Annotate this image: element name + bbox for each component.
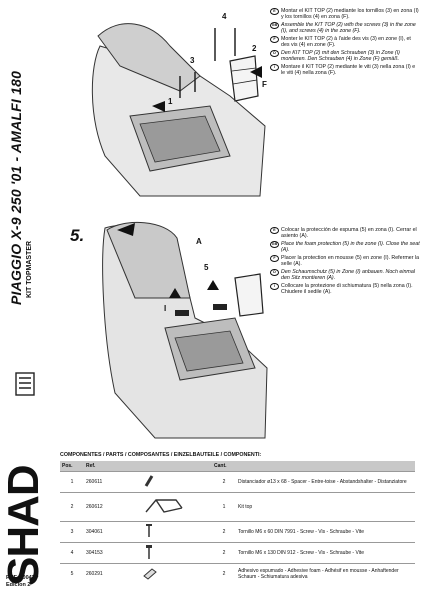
cell-pos: 3 bbox=[60, 521, 84, 543]
table-row: 5 260291 2 Adhesivo espumado - Adhesive … bbox=[60, 563, 415, 584]
instruction-text: Monter le KIT TOP (2) à l'aide des vis (… bbox=[281, 35, 411, 49]
kit-top-bracket-icon bbox=[145, 499, 183, 513]
instruction-text: Assemble the KIT TOP (2) with the screws… bbox=[281, 21, 416, 35]
lang-badge: E bbox=[270, 227, 279, 234]
model-title: PIAGGIO X-9 250 '01 - AMALFI 180 bbox=[8, 70, 24, 305]
table-row: 4 304153 2 Tornillo M6 x 130 DIN 912 - S… bbox=[60, 542, 415, 564]
cell-pos: 5 bbox=[60, 563, 84, 584]
header-ref: Ref. bbox=[84, 461, 140, 472]
cell-qty: 2 bbox=[212, 471, 236, 493]
cell-ref: 260611 bbox=[84, 471, 140, 493]
cell-image bbox=[140, 471, 212, 493]
cell-ref: 260612 bbox=[84, 492, 140, 522]
cell-image bbox=[140, 542, 212, 564]
cell-pos: 2 bbox=[60, 492, 84, 522]
instruction-text: Placer la protection en mousse (5) en zo… bbox=[281, 254, 420, 268]
lang-badge: F bbox=[270, 254, 279, 262]
lang-badge: E bbox=[270, 8, 279, 15]
label-f: F bbox=[262, 80, 267, 89]
lang-badge: I bbox=[270, 282, 279, 290]
cell-pos: 4 bbox=[60, 542, 84, 564]
label-1: 1 bbox=[168, 97, 173, 106]
cell-pos: 1 bbox=[60, 471, 84, 493]
components-title: COMPONENTES / PARTS / COMPOSANTES / EINZ… bbox=[60, 452, 262, 458]
label-4: 4 bbox=[222, 12, 227, 21]
label-i: I bbox=[164, 304, 167, 313]
cell-qty: 2 bbox=[212, 521, 236, 543]
screw-long-icon bbox=[146, 545, 152, 559]
cell-desc: Tornillo M6 x 60 DIN 7991 - Screw - Vis … bbox=[236, 521, 415, 543]
instruction-text: Collocare la protezione di schiumatura (… bbox=[281, 282, 413, 295]
screw-short-icon bbox=[146, 524, 152, 537]
label-5: 5 bbox=[204, 263, 209, 272]
cell-ref: 304061 bbox=[84, 521, 140, 543]
lang-badge: D bbox=[270, 49, 279, 57]
givi-box-icon bbox=[15, 372, 35, 396]
cell-image bbox=[140, 563, 212, 584]
foam-pad-icon bbox=[143, 568, 157, 580]
reference-block: REF. 50047P Edicion 2ª bbox=[6, 575, 38, 589]
step5-illustration bbox=[102, 221, 268, 439]
cell-desc: Kit top bbox=[236, 492, 415, 522]
step4-illustration bbox=[91, 23, 266, 197]
cell-ref: 260291 bbox=[84, 563, 140, 584]
instruction-text: Place the foam protection (5) in the zon… bbox=[281, 240, 420, 254]
label-2: 2 bbox=[252, 44, 257, 53]
lang-badge: D bbox=[270, 268, 279, 276]
instruction-text: Colocar la protección de espuma (5) en z… bbox=[281, 227, 417, 240]
header-qty: Cant. bbox=[212, 461, 236, 472]
header-image bbox=[140, 461, 212, 472]
label-a: A bbox=[196, 237, 202, 246]
instruction-text: Montar el KIT TOP (2) mediante los torni… bbox=[281, 8, 419, 21]
shad-logo: SHAD bbox=[0, 465, 48, 586]
step5-number: 5. bbox=[70, 226, 85, 245]
cell-image bbox=[140, 492, 212, 522]
lang-badge: F bbox=[270, 35, 279, 43]
cell-qty: 2 bbox=[212, 563, 236, 584]
instruction-text: Montare il KIT TOP (2) mediante le viti … bbox=[281, 63, 416, 76]
cell-desc: Tornillo M6 x 130 DIN 912 - Screw - Vis … bbox=[236, 542, 415, 564]
table-header: Pos. Ref. Cant. bbox=[60, 461, 415, 472]
instruction-text: Den KIT TOP (2) mit den Schrauben (3) in… bbox=[281, 49, 400, 62]
table-row: 1 260611 2 Distanciador ø13 x 68 - Space… bbox=[60, 471, 415, 493]
header-pos: Pos. bbox=[60, 461, 84, 472]
reference-number: REF. 50047P bbox=[6, 575, 39, 581]
kit-subtitle: KIT TOPMASTER bbox=[26, 240, 33, 298]
cell-ref: 304153 bbox=[84, 542, 140, 564]
lang-badge: GB bbox=[270, 240, 279, 248]
table-row: 2 260612 1 Kit top bbox=[60, 492, 415, 522]
cell-image bbox=[140, 521, 212, 543]
lang-badge: GB bbox=[270, 21, 279, 29]
spacer-icon bbox=[144, 475, 154, 487]
cell-qty: 2 bbox=[212, 542, 236, 564]
instruction-text: Den Schaumschutz (5) in Zone (I) anbauen… bbox=[281, 268, 415, 281]
header-desc bbox=[236, 461, 415, 472]
edition: Edicion 2ª bbox=[6, 582, 33, 588]
label-3: 3 bbox=[190, 56, 195, 65]
cell-desc: Distanciador ø13 x 68 - Spacer - Entre-t… bbox=[236, 471, 415, 493]
table-row: 3 304061 2 Tornillo M6 x 60 DIN 7991 - S… bbox=[60, 521, 415, 543]
components-table: Pos. Ref. Cant. 1 260611 2 Distanciador … bbox=[60, 461, 415, 584]
lang-badge: I bbox=[270, 63, 279, 71]
cell-qty: 1 bbox=[212, 492, 236, 522]
cell-desc: Adhesivo espumado - Adhesive foam - Adhé… bbox=[236, 563, 415, 584]
